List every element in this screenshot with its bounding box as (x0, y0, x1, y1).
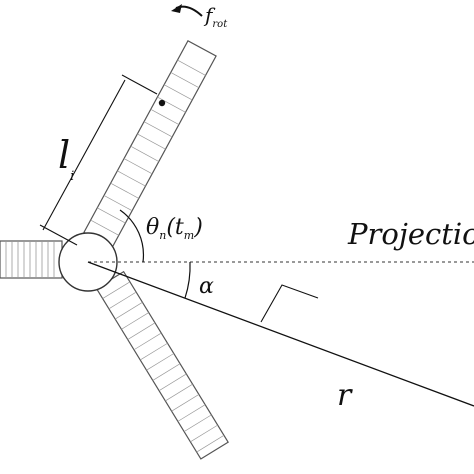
curved-arrow-icon (171, 4, 203, 17)
blade-lower (95, 270, 229, 460)
alpha-arc (184, 261, 191, 299)
theta-subscript: n (159, 229, 166, 242)
blade-left-stub (0, 240, 63, 279)
theta-arg-open: (t (166, 215, 184, 240)
projection-label: Projection (347, 217, 474, 251)
blade-length-label: li (58, 133, 74, 184)
theta-arg-subscript: m (184, 229, 194, 242)
range-line (87, 261, 474, 407)
l-symbol: l (58, 133, 70, 177)
right-angle-marker (260, 284, 319, 323)
aspect-angle-label: α (199, 274, 214, 299)
l-subscript: i (70, 169, 74, 184)
rotation-frequency-label: frot (203, 3, 228, 30)
f-rot-subscript: rot (212, 19, 228, 30)
scatter-point (158, 99, 166, 107)
theta-arc (119, 209, 145, 263)
blade-length-dimension (39, 74, 158, 246)
range-label: r (337, 378, 353, 413)
theta-arg-close: ) (193, 215, 203, 240)
theta-symbol: θ (146, 215, 159, 240)
rotation-angle-label: θn(tm) (146, 215, 203, 242)
